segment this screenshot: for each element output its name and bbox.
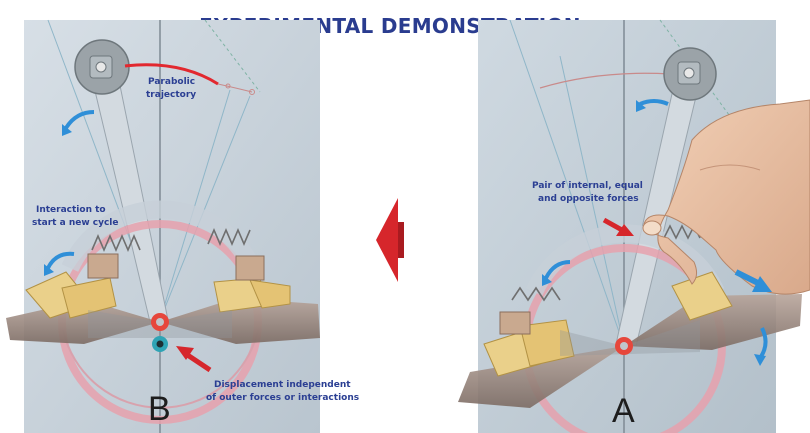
trajectory-arc-a	[539, 72, 671, 89]
hand	[642, 99, 810, 295]
rotation-arrow-mid-b	[46, 251, 75, 269]
spring-left-a	[511, 286, 561, 302]
label-pair-1: Pair of internal, equal	[532, 181, 643, 191]
label-trajectory-1: Parabolic	[148, 77, 195, 87]
lever-left-a	[458, 346, 624, 408]
pointer-arrow-displacement	[176, 346, 212, 373]
panel-b: Parabolic trajectory Interaction to star…	[6, 19, 359, 433]
direction-arrow-center	[376, 198, 404, 282]
label-pair-2: and opposite forces	[538, 194, 639, 204]
rotation-arrow-left-a	[544, 260, 571, 279]
panel-letter-a: A	[612, 392, 635, 430]
parabolic-trajectory	[124, 63, 219, 86]
spring-left-b	[91, 233, 141, 253]
label-displacement-1: Displacement independent	[214, 380, 351, 390]
rotation-arrow-top-b	[64, 110, 95, 130]
lever-right-b	[160, 298, 320, 344]
spring-right-b	[207, 227, 251, 247]
rotation-arrow-top-a	[639, 99, 669, 106]
pointer-arrow-forces	[602, 217, 634, 236]
label-interaction-1: Interaction to	[36, 205, 106, 215]
label-trajectory-2: trajectory	[146, 90, 196, 100]
lever-right-a	[624, 294, 802, 350]
panel-letter-b: B	[148, 390, 171, 428]
panel-a: Pair of internal, equal and opposite for…	[458, 19, 810, 433]
label-interaction-2: start a new cycle	[32, 218, 119, 228]
label-displacement-2: of outer forces or interactions	[206, 393, 359, 403]
push-arrow-blue	[734, 269, 772, 292]
